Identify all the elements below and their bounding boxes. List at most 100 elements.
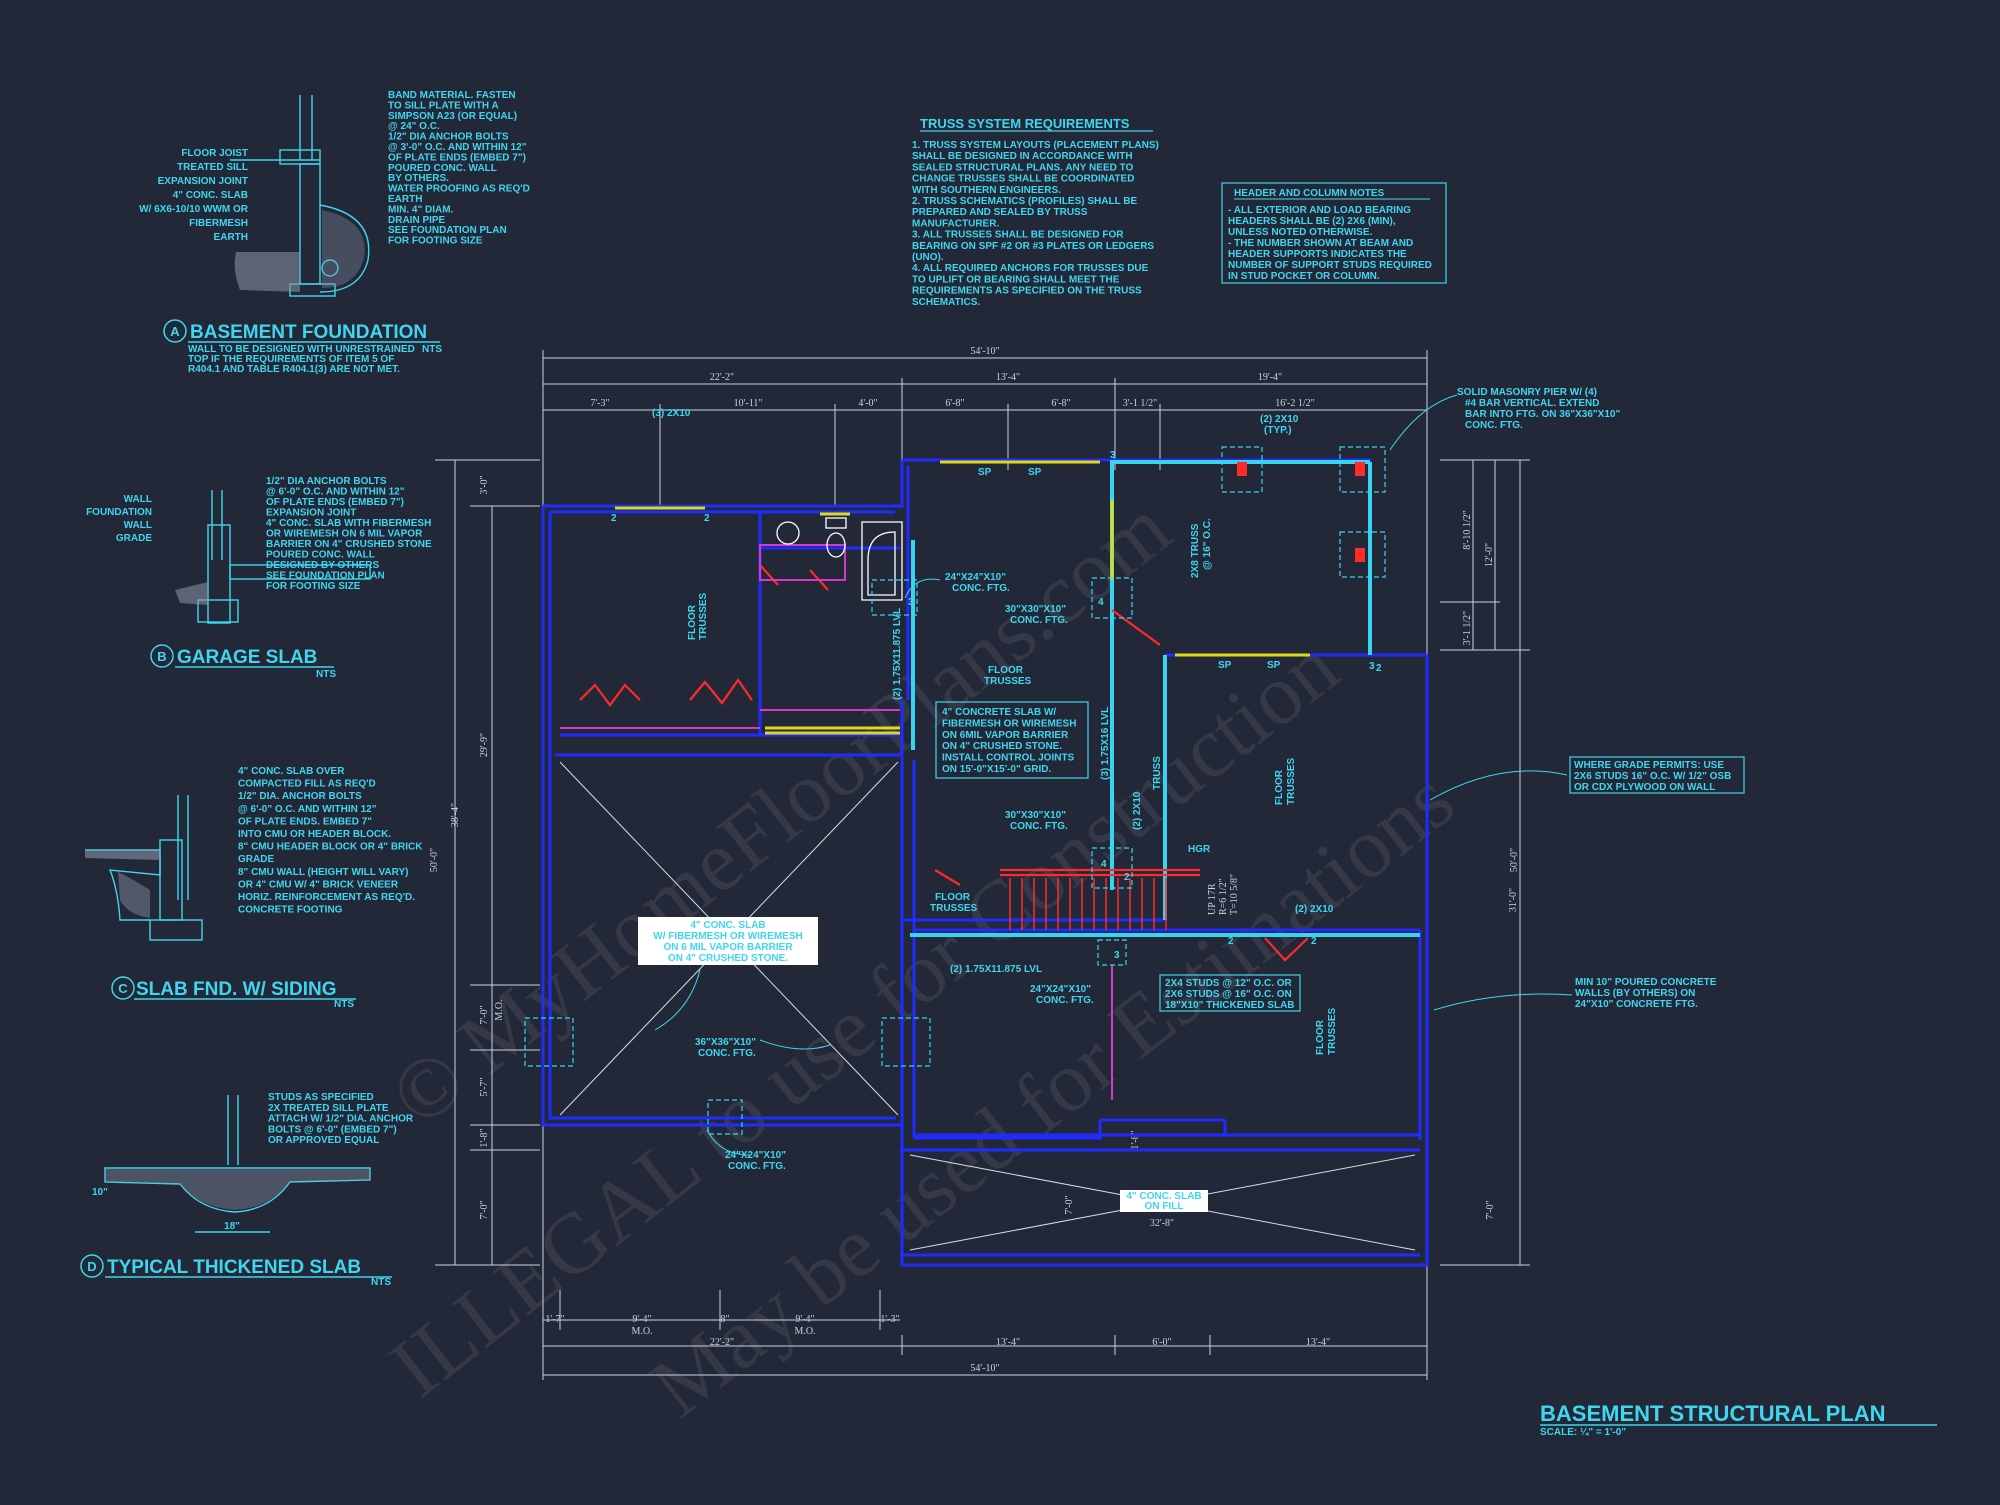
detail-b-nts: NTS	[316, 669, 336, 680]
support-stud-count: 3	[1110, 450, 1116, 461]
dim-left-vertical: 5'-7"	[479, 1077, 490, 1096]
detail-b-right-callouts: 1/2" DIA ANCHOR BOLTS@ 6'-0" O.C. AND WI…	[266, 476, 432, 592]
dim-bottom-row1: 9'-4"	[632, 1314, 651, 1325]
detail-a-callout: EARTH	[388, 194, 422, 205]
detail-b-callout: POURED CONC. WALL	[266, 550, 375, 561]
truss-label: TRUSS	[1152, 756, 1163, 790]
header-column-notes: HEADER AND COLUMN NOTES - ALL EXTERIOR A…	[1221, 182, 1447, 284]
stair-treads	[1009, 878, 1167, 930]
lvl-beam: (2) 1.75x11.875 LVL	[950, 964, 1042, 975]
detail-d-callout: OR APPROVED EQUAL	[268, 1135, 379, 1146]
support-stud-count: 4	[1098, 597, 1104, 608]
detail-c-callout: 1/2" DIA. ANCHOR BOLTS	[238, 791, 362, 802]
detail-d-callout: ATTACH w/ 1/2" dia. ANCHOR	[268, 1114, 414, 1125]
detail-b-callout: OF PLATE ENDS (EMBED 7")	[266, 497, 404, 508]
dim-overall-top: 54'-10"	[970, 346, 999, 357]
footing-24: 24"x24"x10"	[1030, 984, 1091, 995]
truss-label: FLOOR	[935, 892, 971, 903]
sheet-title: BASEMENT STRUCTURAL PLAN	[1540, 1401, 1885, 1426]
detail-a-callout: 4" CONC. SLAB	[173, 190, 248, 201]
wall-note: MIN 10" POURED CONCRETE	[1575, 977, 1717, 988]
header-2x10: (2) 2x10	[1132, 791, 1143, 830]
doors-stairs	[579, 564, 1309, 962]
detail-a-subnote-line: WALL TO BE DESIGNED WITH UNRESTRAINED	[188, 344, 415, 355]
truss-requirement-line: MANUFACTURER.	[912, 218, 999, 229]
dim-inner: 7'-0"	[1064, 1195, 1075, 1214]
stud-pack-sp: SP	[1267, 660, 1281, 671]
truss-requirement-line: TO UPLIFT OR BEARING SHALL MEET THE	[912, 274, 1120, 285]
detail-d-dim-10: 10"	[92, 1187, 108, 1198]
truss-requirement-line: 3. ALL TRUSSES SHALL BE DESIGNED FOR	[912, 230, 1124, 241]
yellow-headers	[615, 460, 1310, 735]
dim-overall-bottom: 54'-10"	[970, 1363, 999, 1374]
detail-a-title: BASEMENT FOUNDATION	[190, 322, 427, 343]
main-slab-note: INSTALL CONTROL JOINTS	[942, 753, 1075, 764]
truss-requirement-line: REQUIREMENTS AS SPECIFIED ON THE TRUSS	[912, 286, 1142, 297]
footings	[524, 446, 1386, 1135]
stair-note: UP 17R	[1207, 883, 1218, 915]
header-note-line: HEADERS SHALL BE (2) 2x6 (MIN),	[1228, 216, 1396, 227]
garage-slab-note: ON 4" CRUSHED STONE.	[668, 953, 788, 964]
detail-b-callout: 1/2" DIA ANCHOR BOLTS	[266, 476, 387, 487]
detail-b-letter: B	[157, 649, 166, 664]
truss-label: FLOOR	[687, 604, 698, 640]
footing-30: CONC. FTG.	[1010, 615, 1068, 626]
truss-label: TRUSSES	[698, 592, 709, 640]
detail-a-callout: TO SILL PLATE WITH A	[388, 100, 499, 111]
porch-slab-note: ON FILL	[1145, 1201, 1184, 1212]
footing-24: CONC. FTG.	[1036, 995, 1094, 1006]
detail-a-nts: NTS	[422, 344, 442, 355]
dim-top-row2: 6'-8"	[1051, 398, 1070, 409]
detail-d-title: TYPICAL THICKENED SLAB	[107, 1257, 361, 1278]
footing-24: CONC. FTG.	[952, 583, 1010, 594]
stud-note: 2x6 STUDS @ 16" O.C. ON	[1165, 989, 1292, 1000]
detail-a-callout: w/ 6x6-10/10 WWM OR	[139, 204, 249, 215]
truss-label: FLOOR	[988, 665, 1024, 676]
detail-c-callout: OR 4" CMU W/ 4" BRICK VENEER	[238, 879, 399, 890]
dim-right-vertical: 8'-10 1/2"	[1462, 510, 1473, 550]
piers	[1237, 462, 1365, 562]
dim-bottom-row2: 22'-2"	[710, 1337, 734, 1348]
detail-d-dim-18: 18"	[224, 1221, 240, 1232]
dim-left-vertical: 7'-0"	[479, 1005, 490, 1024]
detail-b-callout: EXPANSION JOINT	[266, 508, 356, 519]
leader-lines	[654, 394, 1573, 1156]
detail-a-callout: @ 3'-0" O.C. AND WITHIN 12"	[388, 142, 527, 153]
detail-d-nts: NTS	[371, 1277, 391, 1288]
main-slab-note: 4" CONCRETE SLAB w/	[942, 707, 1056, 718]
detail-c-callout: @ 6'-0" O.C. AND WITHIN 12"	[238, 804, 377, 815]
dim-top-row1: 22'-2"	[710, 372, 734, 383]
truss-requirements-heading: TRUSS SYSTEM REQUIREMENTS	[920, 116, 1130, 131]
detail-a-callout: FIBERMESH	[189, 218, 248, 229]
header-note-line: - THE NUMBER SHOWN AT BEAM AND	[1228, 238, 1413, 249]
dim-bottom-row1: 8"	[720, 1314, 729, 1325]
truss-label: FLOOR	[1315, 1019, 1326, 1055]
detail-c-callout: OF PLATE ENDS. EMBED 7"	[238, 816, 372, 827]
truss-requirement-line: 4. ALL REQUIRED ANCHORS FOR TRUSSES DUE	[912, 263, 1149, 274]
detail-b-callout: @ 6'-0" O.C. AND WITHIN 12"	[266, 487, 405, 498]
detail-b-callout: FOR FOOTING SIZE	[266, 581, 361, 592]
support-stud-count: 2	[1228, 936, 1234, 947]
detail-b-callout: OR WIREMESH ON 6 MIL VAPOR	[266, 529, 423, 540]
detail-a-callout: DRAIN PIPE	[388, 215, 446, 226]
detail-d-callout: 2x TREATED SILL PLATE	[268, 1103, 389, 1114]
dim-left-vertical: 38'-4"	[450, 803, 461, 827]
detail-a-callout: @ 24" O.C.	[388, 121, 440, 132]
truss-requirement-line: SHALL BE DESIGNED IN ACCORDANCE WITH	[912, 151, 1133, 162]
truss-requirements-list: 1. TRUSS SYSTEM LAYOUTS (PLACEMENT PLANS…	[912, 140, 1159, 308]
footing-24: 24"x24"x10"	[725, 1150, 786, 1161]
pier-note: #4 BAR VERTICAL. EXTEND	[1465, 398, 1599, 409]
stud-note: 18"x10" THICKENED SLAB	[1165, 1000, 1295, 1011]
pier-note: CONC. FTG.	[1465, 420, 1523, 431]
stud-pack-sp: SP	[978, 467, 992, 478]
dim-top-row2: 16'-2 1/2"	[1275, 398, 1315, 409]
detail-a-marker	[163, 319, 187, 343]
detail-c-nts: NTS	[334, 999, 354, 1010]
garage-slab-note: 4" CONC. SLAB	[690, 920, 765, 931]
truss-requirement-line: SCHEMATICS.	[912, 297, 980, 308]
